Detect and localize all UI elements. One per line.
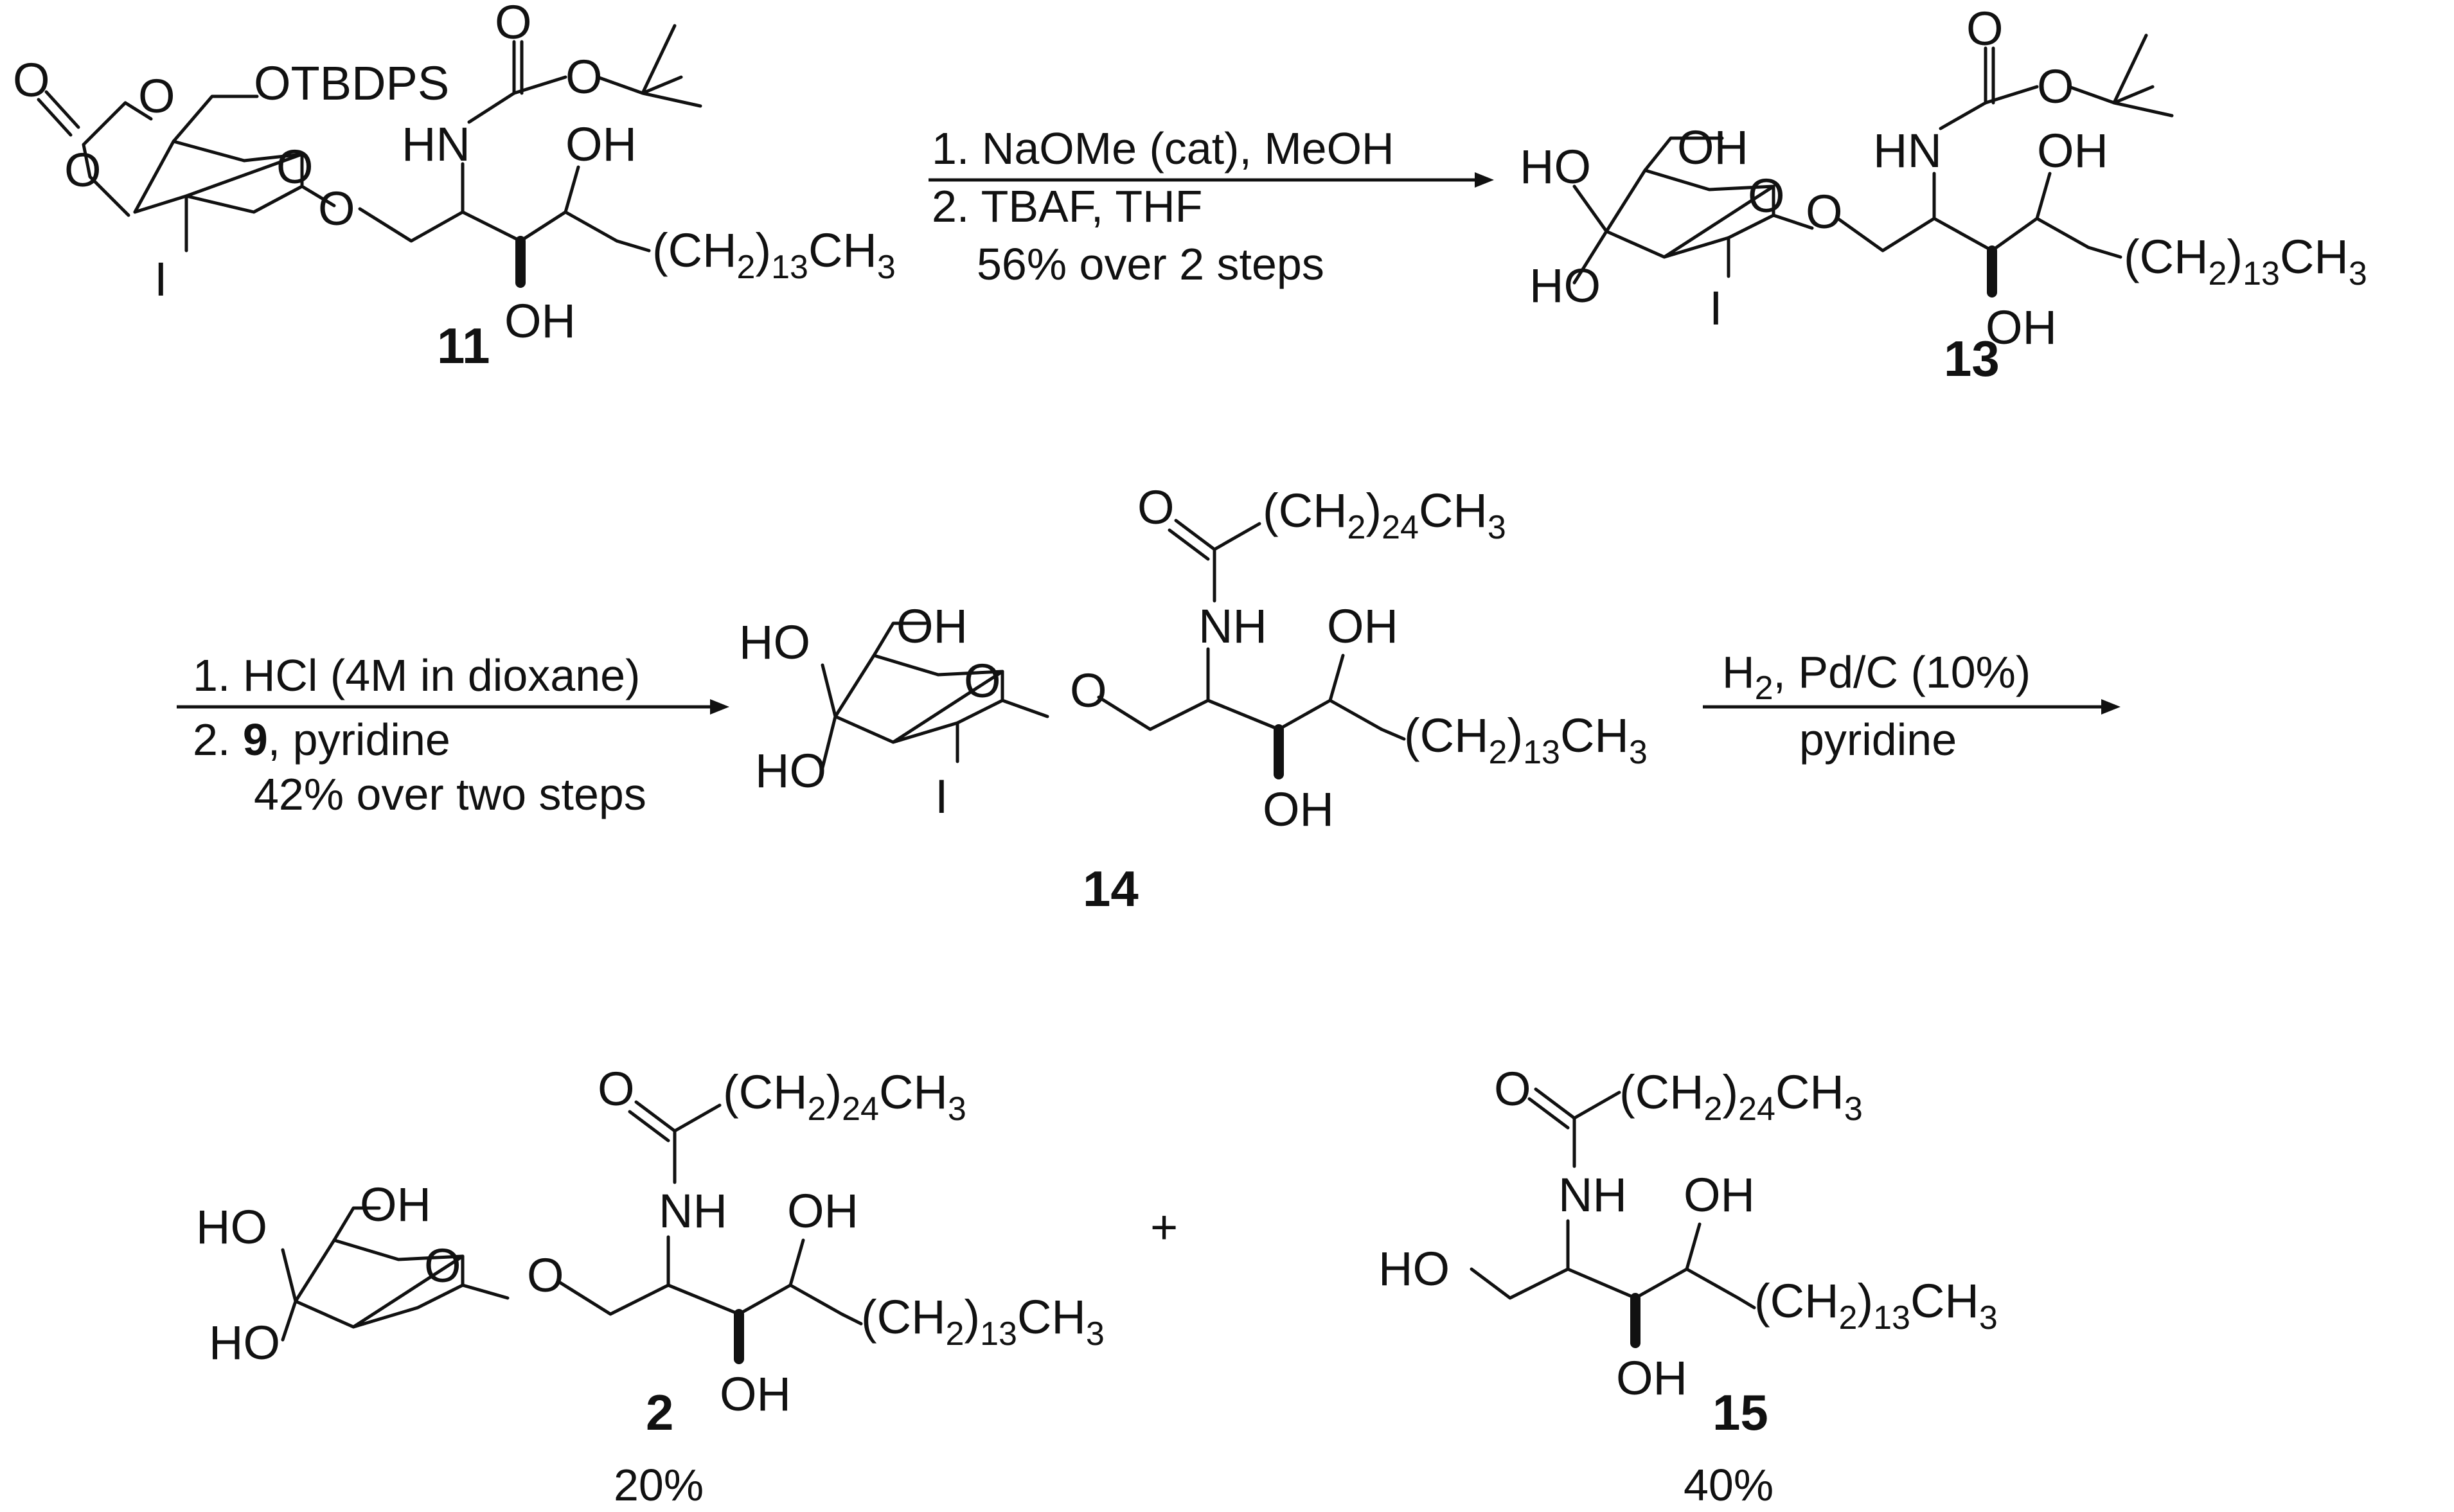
ho-3-label: HO [755,744,826,797]
reagent-line-1: H2, Pd/C (10%) [1722,647,2031,707]
oh-bottom-label: OH [1986,301,2057,354]
reagent-line-1: 1. HCl (4M in dioxane) [193,650,640,700]
ho-3-label: HO [209,1316,280,1369]
compound-2: O OH HO HO O NH O (CH2)24CH3 OH OH (CH2)… [196,1062,1105,1510]
alkyl-chain-label: (CH2)13CH3 [861,1290,1105,1353]
iodo-label: I [935,770,948,823]
arrowhead [1475,172,1494,188]
ho-1-label: HO [1378,1242,1450,1295]
reagent-line-2: pyridine [1799,715,1957,765]
ring-oxygen: O [276,140,314,193]
acyl-chain-label: (CH2)24CH3 [1263,484,1506,546]
oh-6-label: OH [896,600,968,653]
acyl-chain-label: (CH2)24CH3 [723,1065,966,1128]
reagent-line-2: 2. TBAF, THF [932,181,1202,231]
glycosidic-oxygen: O [527,1249,564,1302]
ho-3-label: HO [1529,259,1601,312]
carbonate-o-lower: O [64,143,102,197]
glycosidic-oxygen: O [1806,185,1843,238]
compound-15: HO NH O (CH2)24CH3 OH OH (CH2)13CH3 15 4… [1378,1062,1998,1510]
nh-label: NH [659,1184,727,1238]
reaction-step-1: 1. NaOMe (cat), MeOH 2. TBAF, THF 56% ov… [929,123,1494,289]
compound-11: O O O O OTBDPS I O HN O O OH OH (CH2)13C… [13,0,896,374]
oh-6-label: OH [360,1178,431,1231]
hn-label: HN [1873,124,1942,177]
amide-carbonyl-o: O [1494,1062,1531,1116]
reagent-line-1: 1. NaOMe (cat), MeOH [932,123,1394,173]
nh-label: NH [1558,1168,1627,1222]
yield-line: 56% over 2 steps [977,239,1324,289]
carbonate-carbonyl-o: O [13,53,50,107]
glycosidic-oxygen: O [318,182,355,235]
compound-number: 13 [1944,330,2000,387]
nh-label: NH [1198,600,1267,653]
oh-6-label: OH [1677,121,1748,174]
ho-4-label: HO [196,1200,267,1254]
ring-oxygen: O [964,654,1001,707]
alkyl-chain-label: (CH2)13CH3 [1754,1274,1998,1337]
carbonate-o-upper: O [138,69,175,123]
arrowhead [2101,699,2121,715]
ho-4-label: HO [1520,140,1591,193]
oh-bottom-label: OH [720,1367,791,1421]
arrowhead [710,699,729,715]
amide-carbonyl-o: O [598,1062,635,1116]
glycosidic-oxygen: O [1070,664,1107,717]
compound-number: 11 [437,317,490,374]
iodo-label: I [1709,281,1723,335]
iodo-label: I [154,253,168,306]
yield-label: 20% [614,1460,704,1510]
oh-top-label: OH [1684,1168,1755,1222]
compound-13: O OH HO HO I O HN O O OH OH (CH2)13CH3 1… [1520,2,2367,387]
oh-bottom-label: OH [1263,783,1334,836]
hn-label: HN [402,118,470,171]
alkyl-chain-label: (CH2)13CH3 [2124,230,2367,292]
compound-number: 2 [646,1384,673,1441]
ring-oxygen: O [424,1239,461,1292]
oh-bottom-label: OH [504,294,576,348]
otbdps-label: OTBDPS [254,57,449,110]
compound-number: 14 [1083,860,1139,917]
boc-carbonyl-o: O [1966,2,2004,55]
reaction-step-2: 1. HCl (4M in dioxane) 2. 9, pyridine 42… [177,650,729,819]
yield-label: 40% [1684,1460,1774,1510]
alkyl-chain-label: (CH2)13CH3 [652,224,896,286]
oh-top-label: OH [2037,124,2108,177]
acyl-chain-label: (CH2)24CH3 [1619,1065,1863,1128]
amide-carbonyl-o: O [1137,481,1175,534]
oh-top-label: OH [787,1184,858,1238]
oh-top-label: OH [1327,600,1398,653]
compound-number: 15 [1712,1384,1768,1441]
ho-4-label: HO [739,616,810,669]
plus-sign: + [1150,1200,1178,1254]
compound-14: O OH HO HO I O NH O (CH2)24CH3 OH OH (CH… [739,481,1648,917]
alkyl-chain-label: (CH2)13CH3 [1404,709,1648,771]
reaction-step-3: H2, Pd/C (10%) pyridine [1703,647,2121,765]
oh-top-label: OH [565,118,637,171]
reagent-line-2: 2. 9, pyridine [193,715,450,765]
boc-carbonyl-o: O [495,0,532,49]
ring-oxygen: O [1748,169,1785,222]
yield-line: 42% over two steps [254,769,646,819]
oh-bottom-label: OH [1616,1351,1687,1405]
